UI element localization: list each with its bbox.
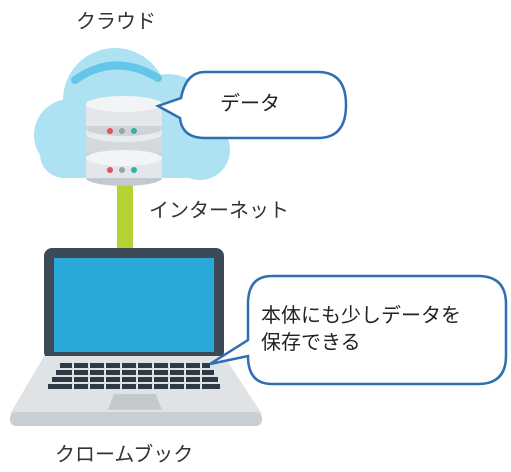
note-line-2: 保存できる <box>261 330 361 354</box>
note-speech-bubble <box>209 274 508 386</box>
laptop-icon <box>10 248 262 426</box>
device-label: クロームブック <box>55 442 194 466</box>
data-bubble-text: データ <box>220 91 280 115</box>
note-line-1: 本体にも少しデータを <box>261 303 461 327</box>
note-bubble-text: 本体にも少しデータを 保存できる <box>261 302 501 356</box>
cloud-label: クラウド <box>76 9 156 33</box>
server-icon <box>86 96 162 186</box>
data-speech-bubble <box>154 70 348 140</box>
internet-cable <box>117 178 133 250</box>
keyboard <box>48 363 220 389</box>
internet-label: インターネット <box>149 198 289 222</box>
